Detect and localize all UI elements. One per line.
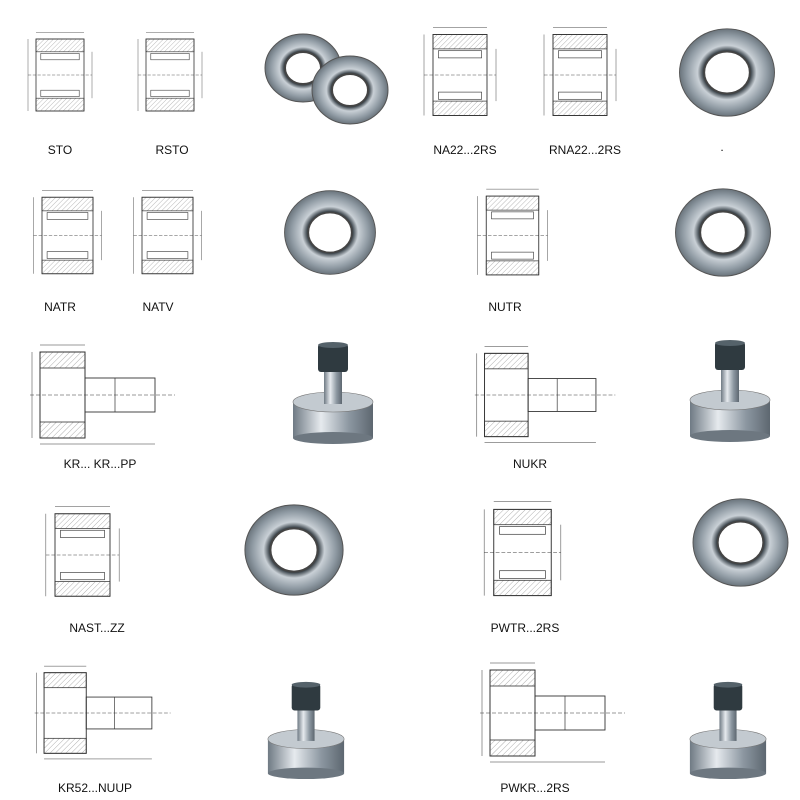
pwkr-photo: [683, 680, 773, 780]
nast-label: NAST...ZZ: [69, 621, 125, 635]
sto-photo: [258, 30, 393, 130]
nukr-label: NUKR: [512, 457, 548, 471]
kr52-label: KR52...NUUP: [57, 781, 133, 795]
kr52-drawing: [30, 658, 180, 768]
kr52-photo: [262, 680, 350, 780]
natr-drawing: [25, 183, 110, 288]
sto-label: STO: [47, 143, 73, 157]
na22-label: NA22...2RS: [433, 143, 497, 157]
pwkr-drawing: [475, 658, 635, 768]
na22-drawing: [415, 15, 505, 135]
kr-photo: [288, 340, 378, 445]
rsto-drawing: [130, 15, 210, 135]
pwtr-label: PWTR...2RS: [490, 621, 560, 635]
nutr-drawing: [465, 183, 560, 288]
nukr-photo: [685, 338, 775, 443]
natv-label: NATV: [142, 300, 174, 314]
kr-drawing: [25, 340, 185, 450]
na22-photo-label: .: [720, 140, 724, 154]
rsto-label: RSTO: [155, 143, 189, 157]
pwtr-photo: [688, 495, 793, 590]
pwkr-label: PWKR...2RS: [500, 781, 570, 795]
nutr-photo: [668, 185, 778, 280]
natr-photo: [280, 185, 380, 280]
natr-label: NATR: [44, 300, 76, 314]
pwtr-drawing: [470, 495, 575, 610]
sto-drawing: [20, 15, 100, 135]
nutr-label: NUTR: [488, 300, 522, 314]
natv-drawing: [125, 183, 210, 288]
nast-photo: [240, 500, 348, 600]
nukr-drawing: [470, 340, 625, 450]
rna22-label: RNA22...2RS: [548, 143, 622, 157]
kr-label: KR... KR...PP: [63, 457, 137, 471]
rna22-drawing: [535, 15, 625, 135]
nast-drawing: [30, 500, 135, 610]
na22-photo: [672, 25, 782, 120]
